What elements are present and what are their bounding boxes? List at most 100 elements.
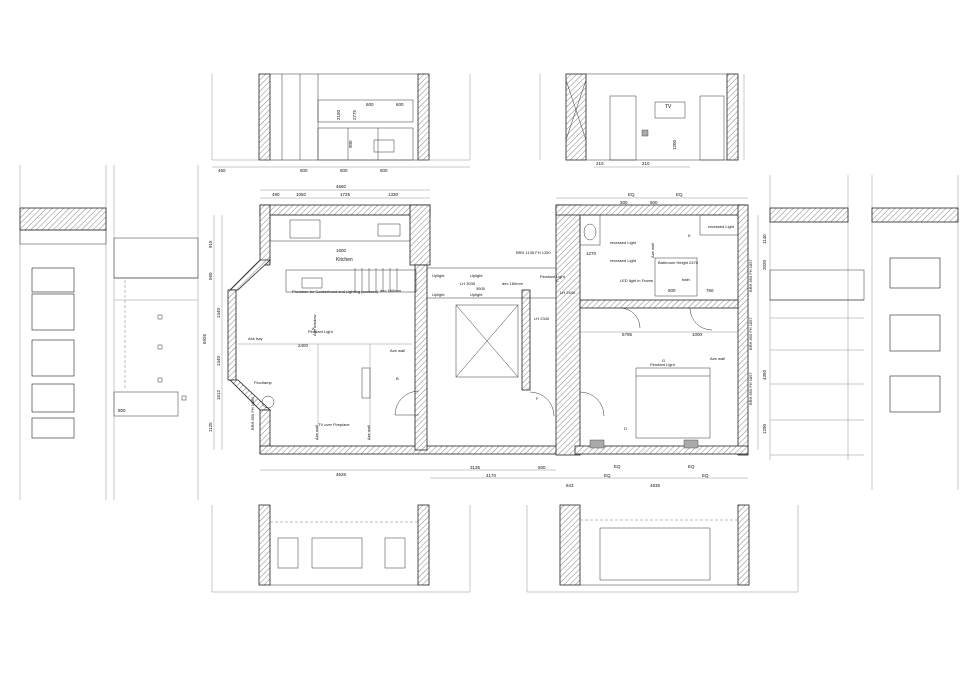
tag-g: G	[662, 358, 665, 363]
dim-bottom-bed: 4835	[650, 483, 661, 488]
dim-elev-2b: 600	[340, 168, 348, 173]
brh-1: BRH 1135 FH 1250	[516, 250, 551, 255]
tv-fireplace: TV over Fireplace	[318, 422, 350, 427]
dim-eq-2: EQ	[676, 192, 683, 197]
axe-wall-5: Axe wall	[710, 356, 725, 361]
uplight-1: Uplight	[432, 273, 445, 278]
room-label-kitchen: Kitchen	[336, 257, 353, 263]
dim-elev-1: 450	[218, 168, 226, 173]
bathroom-elevation: TV 210 210 1200	[539, 73, 745, 168]
brh-4: BRH 850 FH 1857	[748, 372, 753, 405]
staircase	[354, 268, 398, 292]
dim-bath-500: 500	[668, 288, 676, 293]
dim-left-4: 1440	[216, 307, 221, 318]
dim-left-1: 915	[208, 240, 213, 248]
axe-wall-4: Axe wall	[650, 243, 655, 258]
pendant-light-bedroom: Pendant Light	[650, 362, 676, 367]
uplight-2: Uplight	[470, 273, 483, 278]
void-shaft	[455, 304, 519, 378]
dim-left-3: 6926	[202, 333, 207, 344]
floorlamp: Floorlamp	[254, 380, 273, 385]
dim-bottom-living: 4626	[336, 472, 347, 477]
dim-right-2: 2020	[762, 259, 767, 270]
tag-b: B	[396, 376, 399, 381]
dim-eq-4: EQ	[688, 464, 695, 469]
dim-bottom-hall: 4170	[486, 473, 497, 478]
left-windows	[31, 267, 75, 439]
dim-elev-8b: 210	[642, 161, 650, 166]
dim-eq-5: EQ	[604, 473, 611, 478]
dim-elev-2d: 600	[366, 102, 374, 107]
led-mirror: LED light in Frame	[620, 278, 654, 283]
kitchen-elevation: 450 600 600 600 600 600 2150 2775 900	[211, 73, 471, 173]
dim-top-5: 1600	[336, 248, 347, 253]
dim-bed-1000: 1000	[692, 332, 703, 337]
dim-right-3: 4350	[762, 369, 767, 380]
recessed-1: recessed Light	[610, 240, 637, 245]
lh-3035: LH 3035	[460, 281, 476, 286]
room-label-bath: bath	[682, 277, 690, 282]
left-elevation: 800	[19, 165, 199, 500]
dim-bottom-500: 500	[538, 465, 546, 470]
tag-f: F	[536, 396, 539, 401]
dim-top-1: 490	[272, 192, 280, 197]
axe-wall-3: Axe wall	[366, 425, 371, 440]
dim-elev-4: 2775	[352, 109, 357, 120]
dim-bottom-3135: 3135	[470, 465, 481, 470]
dim-left-2: 560	[208, 272, 213, 280]
brh-2: BRH 850 FH 1857	[748, 259, 753, 292]
dim-elev-8: 210	[596, 161, 604, 166]
dim-left-7: 1440	[216, 355, 221, 366]
dim-top-overall: 4660	[336, 184, 347, 189]
dim-elev-2: 600	[300, 168, 308, 173]
right-elevation	[769, 175, 959, 490]
dim-top-2: 1050	[296, 192, 307, 197]
uplight-3: Uplight	[432, 292, 445, 297]
hall-pendant: Pendant Light	[540, 274, 566, 279]
dim-top-4: 1330	[388, 192, 399, 197]
dim-bottom-843: 843	[566, 483, 574, 488]
dim-right-4: 1290	[762, 423, 767, 434]
dim-bath-1270: 1270	[586, 251, 597, 256]
dim-elev-2e: 600	[396, 102, 404, 107]
right-windows	[889, 257, 941, 413]
dim-left-6: 1612	[216, 389, 221, 400]
brh-3: BRH 850 FH 1857	[748, 317, 753, 350]
bottom-elevation-bedroom	[526, 504, 799, 593]
dim-elev-5: 900	[348, 140, 353, 148]
dim-top-3: 1725	[340, 192, 351, 197]
dim-bed-5795: 5795	[622, 332, 633, 337]
dim-elev-7: 1200	[672, 139, 677, 150]
dim-elev-9: 300	[620, 200, 628, 205]
axe-window: Axe window	[312, 315, 317, 336]
axe-wall-1: Axe wall	[390, 348, 405, 353]
main-floor-plan: Kitchen Provision for Cookerhood and Lig…	[227, 204, 753, 456]
recessed-2: recessed Light	[610, 258, 637, 263]
brh-5: BRH 850 FH 1880	[250, 397, 255, 430]
annotation-cooker: Provision for Cookerhood and Lighting (c…	[292, 289, 379, 294]
tag-d: D	[624, 426, 627, 431]
north-wall-kitchen	[259, 204, 431, 216]
dim-elev-10: 500	[650, 200, 658, 205]
dec-1: dec 160mm	[380, 288, 402, 293]
dimension-lines: 4660 490 1050 1725 1330 1600 EQ EQ 300 5…	[202, 184, 767, 488]
pendant-light-living: Pendant Light	[308, 329, 334, 334]
lh-2340: LH 2340	[534, 316, 550, 321]
dim-left-5: 1125	[208, 422, 213, 432]
dim-elev-6: 800	[118, 408, 126, 413]
tag-k: K	[688, 233, 691, 238]
dim-elev-3: 2150	[336, 109, 341, 120]
bathroom-height: Bathroom Height 2470	[658, 260, 699, 265]
dim-bath-760: 760	[706, 288, 714, 293]
axe-wall-2: Axe wall	[314, 425, 319, 440]
dim-right-1: 1140	[762, 234, 767, 244]
dim-eq-6: EQ	[702, 473, 709, 478]
dim-eq-3: EQ	[614, 464, 621, 469]
tv-label: TV	[665, 104, 672, 110]
dim-hall-3905: 3905	[476, 286, 486, 291]
dim-elev-2c: 600	[380, 168, 388, 173]
tag-a: A	[312, 326, 315, 331]
dec-2: dec 160mm	[502, 281, 524, 286]
dim-eq-1: EQ	[628, 192, 635, 197]
